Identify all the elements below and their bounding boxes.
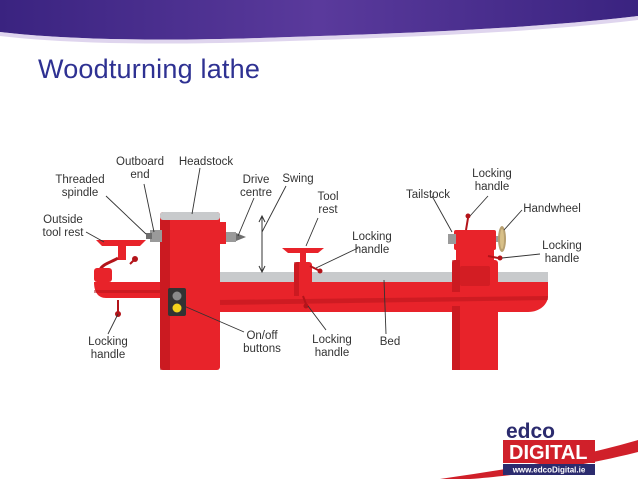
label-locking-handle-left-2: handle <box>91 349 126 361</box>
logo-main-text: DIGITAL <box>509 442 588 464</box>
right-leg <box>452 306 498 370</box>
label-handwheel: Handwheel <box>523 203 581 215</box>
outside-tool-rest <box>94 240 160 317</box>
label-tailstock: Tailstock <box>406 189 450 201</box>
label-locking-handle-mid-1: Locking <box>352 231 392 243</box>
label-locking-handle-bottom-2: handle <box>315 347 350 359</box>
label-onoff-2: buttons <box>243 343 281 355</box>
label-locking-handle-top-2: handle <box>475 181 510 193</box>
handwheel <box>496 226 506 252</box>
leader-lines <box>85 167 541 335</box>
label-drive-centre-2: centre <box>240 187 272 199</box>
label-locking-handle-mid-2: handle <box>355 244 390 256</box>
label-locking-handle-top-1: Locking <box>472 168 512 180</box>
label-outside-tool-rest-1: Outside <box>43 214 83 226</box>
logo-top-text: edco <box>506 420 555 443</box>
swing-indicator <box>258 214 266 274</box>
tool-rest <box>282 248 324 309</box>
label-onoff-1: On/off <box>246 330 278 342</box>
logo-main-box <box>503 440 595 463</box>
label-threaded-spindle-1: Threaded <box>55 174 104 186</box>
label-locking-handle-left-1: Locking <box>88 336 128 348</box>
label-bed: Bed <box>380 336 400 348</box>
label-outside-tool-rest-2: tool rest <box>43 227 85 239</box>
label-outboard-end-2: end <box>130 169 149 181</box>
label-outboard-end-1: Outboard <box>116 156 164 168</box>
label-headstock: Headstock <box>179 156 234 168</box>
label-threaded-spindle-2: spindle <box>62 187 98 199</box>
onoff-buttons <box>168 288 186 316</box>
label-drive-centre-1: Drive <box>243 174 270 186</box>
headstock <box>160 212 226 370</box>
header-swoosh <box>0 0 638 44</box>
diagram-labels: Threaded spindle Outboard end Headstock … <box>43 156 582 361</box>
label-locking-handle-right-2: handle <box>545 253 580 265</box>
slide-title: Woodturning lathe <box>38 54 261 84</box>
threaded-spindle <box>146 230 162 242</box>
logo-url-text: www.edcoDigital.ie <box>512 466 586 475</box>
label-locking-handle-bottom-1: Locking <box>312 334 352 346</box>
tailstock <box>448 213 503 292</box>
logo-url-box <box>503 464 595 475</box>
label-tool-rest-1: Tool <box>317 191 338 203</box>
label-swing: Swing <box>282 173 313 185</box>
label-tool-rest-2: rest <box>318 204 338 216</box>
label-locking-handle-right-1: Locking <box>542 240 582 252</box>
